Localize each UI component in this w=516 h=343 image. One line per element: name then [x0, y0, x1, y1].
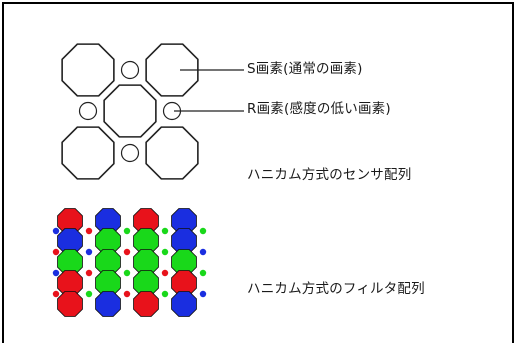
filter-dot-green	[161, 227, 169, 235]
filter-array-caption: ハニカム方式のフィルタ配列	[247, 281, 425, 297]
r-pixel-label: R画素(感度の低い画素)	[247, 101, 391, 117]
s-pixel-octagon	[145, 43, 199, 97]
filter-dot-blue	[52, 227, 60, 235]
filter-dot-green	[161, 248, 169, 256]
filter-dot-red	[52, 248, 60, 256]
filter-octagon-red	[133, 291, 159, 317]
filter-dot-green	[123, 269, 131, 277]
s-pixel-label: S画素(通常の画素)	[247, 61, 363, 77]
filter-octagon-red	[57, 291, 83, 317]
sensor-array-caption: ハニカム方式のセンサ配列	[247, 167, 412, 183]
filter-octagon-blue	[95, 291, 121, 317]
filter-dot-red	[123, 290, 131, 298]
s-pixel-octagon	[145, 126, 199, 180]
filter-dot-green	[199, 269, 207, 277]
s-pixel-octagon	[103, 84, 157, 138]
filter-dot-green	[85, 290, 93, 298]
filter-dot-red	[161, 269, 169, 277]
filter-dot-blue	[52, 269, 60, 277]
r-pixel-circle	[78, 101, 98, 121]
filter-octagon-blue	[171, 291, 197, 317]
r-pixel-circle	[120, 143, 140, 163]
filter-dot-blue	[199, 290, 207, 298]
filter-dot-green	[123, 227, 131, 235]
s-pixel-octagon	[61, 43, 115, 97]
filter-dot-red	[52, 290, 60, 298]
honeycomb-filter-array	[52, 208, 207, 317]
filter-dot-blue	[85, 248, 93, 256]
filter-dot-green	[199, 227, 207, 235]
filter-dot-green	[161, 290, 169, 298]
filter-dot-red	[85, 227, 93, 235]
filter-dot-red	[85, 269, 93, 277]
filter-dot-blue	[199, 248, 207, 256]
r-pixel-circle	[120, 60, 140, 80]
honeycomb-sensor-array	[61, 43, 199, 180]
filter-dot-red	[123, 248, 131, 256]
s-pixel-octagon	[61, 126, 115, 180]
